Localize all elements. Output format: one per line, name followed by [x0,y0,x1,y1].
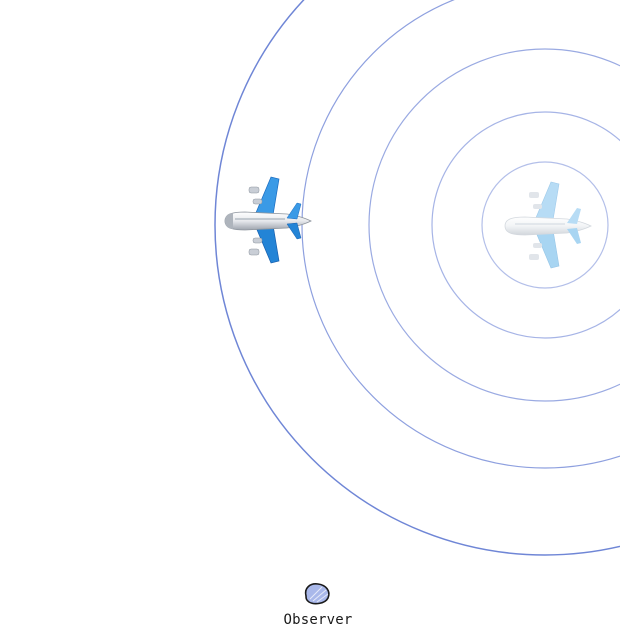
airplane-icon-faded [504,181,592,269]
wave-ring-1 [481,161,609,289]
airplane-icon [224,176,312,264]
wave-ring-2 [431,111,620,339]
observer-icon [304,583,330,605]
sound-waves [214,0,620,556]
observer-label: Observer [283,612,353,628]
wave-ring-3 [368,48,620,402]
wave-ring-5 [214,0,620,556]
